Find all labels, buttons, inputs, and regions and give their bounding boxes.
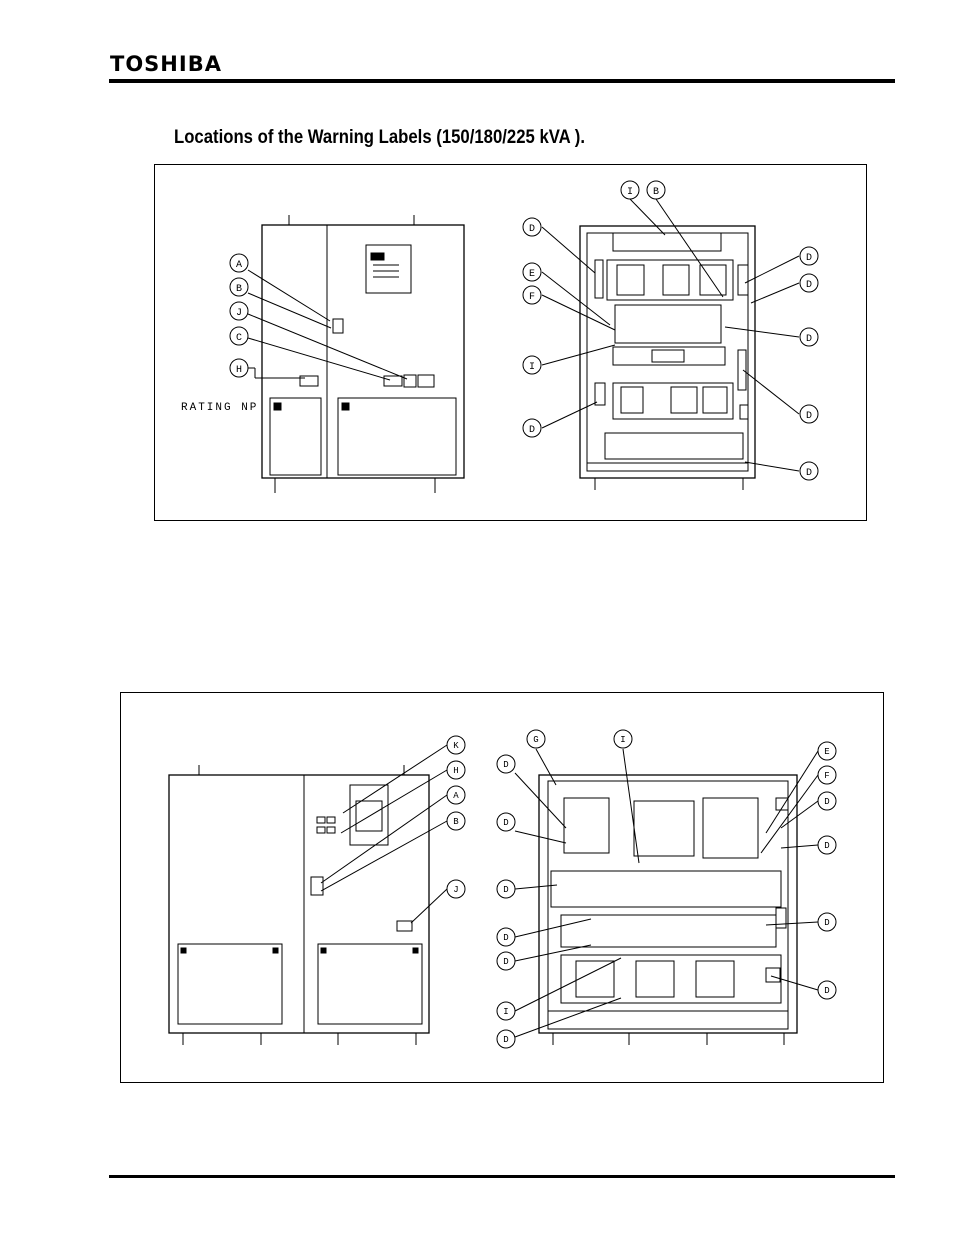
callout-label: D (503, 885, 508, 895)
callout-label: D (806, 280, 812, 291)
callout-label: D (503, 933, 508, 943)
callout-label: B (236, 284, 242, 295)
callout-label: D (806, 411, 812, 422)
callout-label: D (824, 797, 829, 807)
callout-label: D (529, 224, 535, 235)
callout-label: D (806, 253, 812, 264)
callout-label: G (533, 735, 538, 745)
callout-label: D (529, 425, 535, 436)
callout-label: B (453, 817, 459, 827)
callout-label: F (824, 771, 829, 781)
callout-label: H (453, 766, 458, 776)
callout-label: A (236, 260, 242, 271)
callout-label: F (529, 292, 535, 303)
header-rule (109, 79, 895, 83)
callout-label: J (453, 885, 458, 895)
callout-label: D (824, 841, 829, 851)
toshiba-logo: TOSHIBA (110, 52, 222, 76)
callout-label: D (806, 468, 812, 479)
callout-label: D (503, 818, 508, 828)
figure-1-drawing: A B J C H I B D E F I D D D D D D G RATI… (181, 180, 819, 493)
callout-label: D (503, 1035, 508, 1045)
callout-label: I (627, 187, 633, 198)
callout-label: K (453, 741, 459, 751)
callout-label: D (824, 986, 829, 996)
rating-nameplate-label: RATING NP (181, 402, 258, 414)
callout-label: I (620, 735, 625, 745)
callout-label: D (503, 760, 508, 770)
figure-1-frame: A B J C H I B D E F I D D D D D D G RATI… (154, 164, 867, 521)
callout-label: D (503, 957, 508, 967)
callout-label: J (236, 308, 242, 319)
callout-label: I (529, 362, 535, 373)
callout-label: E (824, 747, 829, 757)
callout-label: A (453, 791, 459, 801)
callout-label: D (806, 334, 812, 345)
footer-rule (109, 1175, 895, 1178)
callout-label: D (824, 918, 829, 928)
callout-label: E (529, 269, 535, 280)
figure-2-drawing: K H A B J G I D D D D D I D E F D D D D (168, 729, 837, 1049)
callout-label: I (503, 1007, 508, 1017)
callout-label: C (236, 333, 242, 344)
figure-2-frame: K H A B J G I D D D D D I D E F D D D D (120, 692, 884, 1083)
callout-label: H (236, 365, 242, 376)
callout-label: B (653, 187, 659, 198)
section-title: Locations of the Warning Labels (150/180… (174, 127, 585, 148)
